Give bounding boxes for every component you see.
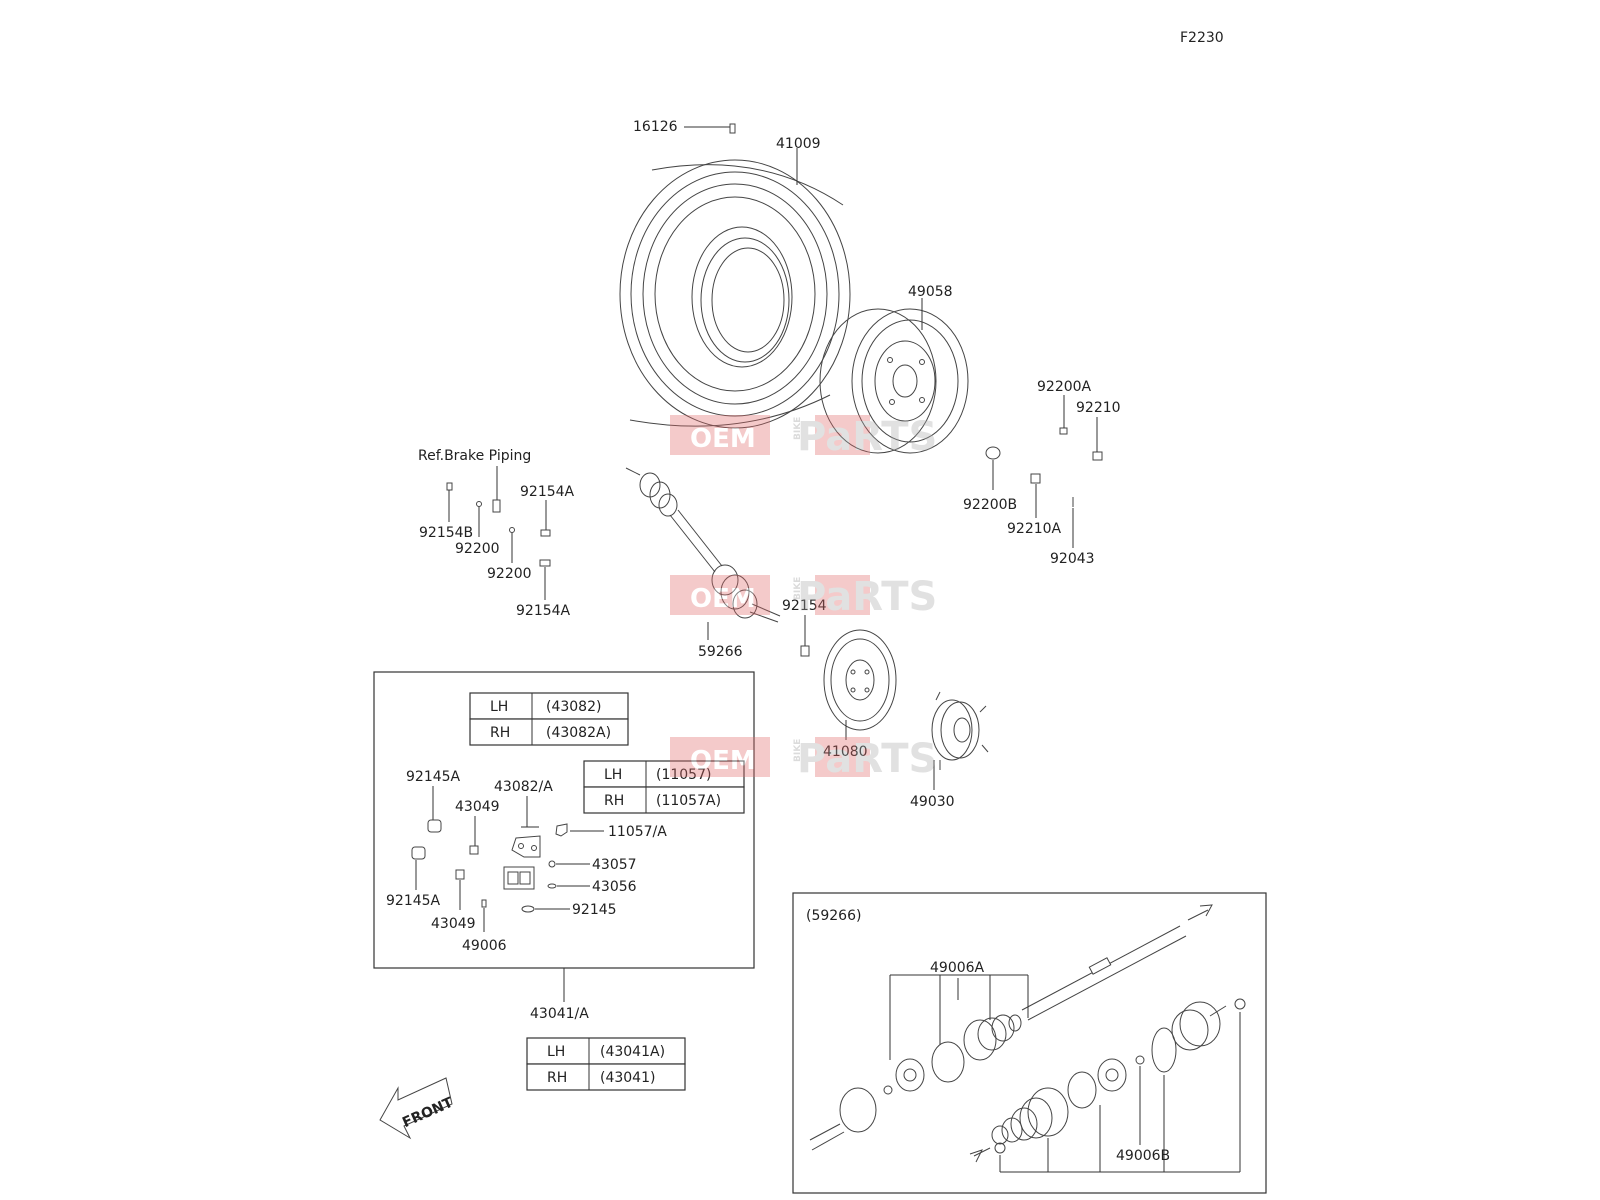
part-label-59266: 59266	[698, 644, 743, 660]
watermark-word-3-b: PaRTS	[797, 574, 937, 620]
watermark-bottom: OEM BIKE PaRTS	[670, 736, 937, 782]
shaft-exploded-view[interactable]	[809, 904, 1246, 1163]
table-caliper-holder-side-1: LH	[490, 699, 508, 715]
part-label-43057: 43057	[592, 857, 637, 873]
watermark-word-3-c: PaRTS	[797, 736, 937, 782]
washer-92200A[interactable]	[1059, 427, 1068, 435]
table-caliper-holder-side-2: RH	[490, 725, 510, 741]
part-label-49006: 49006	[462, 938, 507, 954]
part-label-16126: 16126	[633, 119, 678, 135]
boot-92145A-top[interactable]	[427, 819, 442, 833]
watermark-word-1-b: OEM	[690, 584, 756, 614]
pin-43049-top[interactable]	[469, 845, 479, 855]
nut-92210[interactable]	[1092, 451, 1103, 461]
table-caliper: LH (43041A) RH (43041)	[526, 1037, 686, 1091]
part-label-92154A-top: 92154A	[520, 484, 575, 500]
part-label-11057A: 11057/A	[608, 824, 667, 840]
part-label-43049-top: 43049	[455, 799, 500, 815]
pad-43056[interactable]	[547, 883, 557, 889]
part-label-43056: 43056	[592, 879, 637, 895]
washer-92200B[interactable]	[985, 446, 1001, 460]
table-caliper-side-2: RH	[547, 1070, 567, 1086]
nut-92210A[interactable]	[1030, 473, 1041, 484]
seal-49006[interactable]	[481, 899, 487, 908]
pin-43049-bottom[interactable]	[455, 869, 465, 880]
part-label-92200-a: 92200	[455, 541, 500, 557]
part-label-92145A-top: 92145A	[406, 769, 461, 785]
watermark-word-2: BIKE	[793, 417, 803, 440]
caliper-holder-43082A[interactable]	[511, 835, 541, 858]
washer-92200-a[interactable]	[476, 501, 482, 507]
watermark-word-3: PaRTS	[797, 414, 937, 460]
bracket-11057A[interactable]	[555, 823, 568, 837]
table-caliper-code-1: (43041A)	[600, 1044, 665, 1060]
part-label-92154: 92154	[782, 598, 827, 614]
table-caliper-code-2: (43041)	[600, 1070, 655, 1086]
bolt-92154A-top[interactable]	[540, 529, 551, 537]
part-label-43049-bottom: 43049	[431, 916, 476, 932]
watermark-word-1-c: OEM	[690, 746, 756, 776]
table-bracket-code-2: (11057A)	[656, 793, 721, 809]
drive-shaft-detail-box	[792, 892, 1267, 1194]
part-label-92200-b: 92200	[487, 566, 532, 582]
washer-92200-b[interactable]	[509, 527, 515, 533]
watermark-word-2-b: BIKE	[793, 577, 803, 600]
table-caliper-side-1: LH	[547, 1044, 565, 1060]
table-bracket-side-2: RH	[604, 793, 624, 809]
table-bracket-code-1: (11057)	[656, 767, 711, 783]
drive-shaft-59266[interactable]	[625, 467, 781, 623]
watermark-word-1: OEM	[690, 424, 756, 454]
page-code: F2230	[1180, 30, 1224, 46]
part-label-92210A: 92210A	[1007, 521, 1062, 537]
table-caliper-holder-code-2: (43082A)	[546, 725, 611, 741]
wheel-49058[interactable]	[819, 308, 969, 454]
part-label-49006A: 49006A	[930, 960, 985, 976]
part-label-92200A: 92200A	[1037, 379, 1092, 395]
front-direction-arrow: FRONT	[379, 1077, 456, 1140]
part-label-92145A-bottom: 92145A	[386, 893, 441, 909]
table-caliper-holder: LH (43082) RH (43082A)	[469, 692, 629, 746]
part-label-92043: 92043	[1050, 551, 1095, 567]
brake-disc-41080[interactable]	[823, 629, 897, 731]
part-label-92200B: 92200B	[963, 497, 1017, 513]
bleeder-43057[interactable]	[548, 860, 556, 868]
brake-hose-joint[interactable]	[492, 499, 501, 513]
part-label-92154A-bottom: 92154A	[516, 603, 571, 619]
part-label-92145: 92145	[572, 902, 617, 918]
part-label-49006B: 49006B	[1116, 1148, 1170, 1164]
bolt-92154[interactable]	[800, 645, 810, 657]
watermark-top: OEM BIKE PaRTS	[670, 414, 937, 460]
valve-16126[interactable]	[729, 123, 736, 134]
bolt-92154B[interactable]	[446, 482, 453, 491]
part-label-49030: 49030	[910, 794, 955, 810]
table-bracket-side-1: LH	[604, 767, 622, 783]
part-label-41080: 41080	[823, 744, 868, 760]
part-label-41009: 41009	[776, 136, 821, 152]
boot-92145A-bottom[interactable]	[411, 846, 426, 860]
part-label-92154B: 92154B	[419, 525, 473, 541]
table-caliper-holder-code-1: (43082)	[546, 699, 601, 715]
reference-note: Ref.Brake Piping	[418, 448, 531, 464]
watermark-middle: OEM BIKE PaRTS	[670, 574, 937, 620]
boot-92145[interactable]	[521, 905, 535, 913]
part-label-92210: 92210	[1076, 400, 1121, 416]
part-label-43041A: 43041/A	[530, 1006, 589, 1022]
part-label-59266-box: (59266)	[806, 908, 861, 924]
part-label-49058: 49058	[908, 284, 953, 300]
hub-49030[interactable]	[931, 691, 989, 770]
bolt-92154A-bottom[interactable]	[539, 559, 551, 567]
watermark-word-2-c: BIKE	[793, 739, 803, 762]
tire-41009[interactable]	[619, 159, 851, 429]
part-label-43082A: 43082/A	[494, 779, 553, 795]
table-bracket: LH (11057) RH (11057A)	[583, 760, 745, 814]
caliper-body[interactable]	[503, 866, 535, 890]
